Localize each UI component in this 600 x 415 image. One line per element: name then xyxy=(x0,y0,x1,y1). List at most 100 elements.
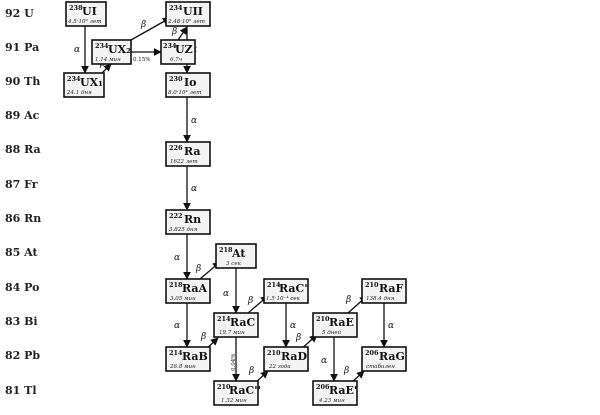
nuclide-name: RaC'' xyxy=(229,384,261,397)
nuclide-box-ux1: 234 UX₁ 24.1 дня xyxy=(63,72,105,98)
nuclide-mass: 214 xyxy=(169,349,183,357)
nuclide-mass: 206 xyxy=(316,383,330,391)
nuclide-name: RaD xyxy=(281,350,308,363)
row-label: 90 Th xyxy=(5,75,40,88)
nuclide-half-life: 1.14 мин xyxy=(95,57,121,63)
nuclide-box-rn: 222 Rn 3.825 дня xyxy=(165,209,211,235)
nuclide-mass: 238 xyxy=(69,4,83,12)
nuclide-name: UZ xyxy=(175,43,193,56)
decay-label: α xyxy=(321,356,327,366)
nuclide-box-uz: 234 UZ 6.7ч xyxy=(160,39,196,65)
nuclide-name: RaF xyxy=(379,282,404,295)
row-label: 91 Pa xyxy=(5,41,39,54)
nuclide-half-life: 1622 лет xyxy=(170,159,198,165)
nuclide-mass: 226 xyxy=(169,144,183,152)
nuclide-mass: 234 xyxy=(163,42,177,50)
nuclide-mass: 234 xyxy=(67,75,81,83)
nuclide-box-uii: 234 UII 2.48·10⁵ лет xyxy=(165,1,211,27)
nuclide-name: RaG xyxy=(379,350,405,363)
nuclide-mass: 210 xyxy=(217,383,231,391)
decay-arrow xyxy=(101,63,112,74)
decay-label: α xyxy=(223,289,229,299)
decay-label: β xyxy=(247,296,253,306)
nuclide-mass: 206 xyxy=(365,349,379,357)
nuclide-mass: 222 xyxy=(169,212,183,220)
nuclide-mass: 210 xyxy=(316,315,330,323)
nuclide-box-raa: 218 RaA 3.05 мин xyxy=(165,278,211,304)
nuclide-name: UX₁ xyxy=(80,76,103,89)
nuclide-name: UI xyxy=(82,5,97,18)
decay-arrow xyxy=(177,26,188,41)
nuclide-name: RaA xyxy=(182,282,208,295)
nuclide-half-life: 22 года xyxy=(268,364,291,370)
nuclide-box-rac-double-prime: 210 RaC'' 1.32 мин xyxy=(213,380,261,406)
nuclide-name: RaC xyxy=(230,316,256,329)
element-row-labels: 92 U 91 Pa 90 Th 89 Ac 88 Ra 87 Fr 86 Rn… xyxy=(5,7,41,397)
nuclide-half-life: 19.7 мин xyxy=(219,330,245,336)
nuclide-name: RaE xyxy=(329,316,354,329)
nuclide-half-life: 138.4 дня xyxy=(366,296,395,302)
nuclide-half-life: 3.825 дня xyxy=(169,227,198,233)
row-label: 83 Bi xyxy=(5,315,38,328)
nuclide-mass: 210 xyxy=(365,281,379,289)
nuclide-boxes: 238 UI 4.5·10⁹ лет 234 UII 2.48·10⁵ лет … xyxy=(63,1,407,406)
nuclide-half-life: 1.5·10⁻⁴ сек xyxy=(266,295,301,302)
nuclide-half-life: 5 дней xyxy=(322,330,342,336)
decay-label: α xyxy=(191,184,197,194)
nuclide-box-rab: 214 RaB 26.8 мин xyxy=(165,346,211,372)
nuclide-name: Rn xyxy=(184,213,201,226)
row-label: 92 U xyxy=(5,7,34,20)
nuclide-half-life: 8.0·10⁴ лет xyxy=(168,89,201,96)
row-label: 81 Tl xyxy=(5,384,37,397)
nuclide-box-rad: 210 RaD 22 года xyxy=(263,346,309,372)
nuclide-box-rae-prime: 206 RaE' 4.23 мин xyxy=(312,380,358,406)
decay-label: β xyxy=(200,332,206,342)
decay-label: β xyxy=(140,20,146,30)
nuclide-box-ui: 238 UI 4.5·10⁹ лет xyxy=(65,1,107,27)
nuclide-box-ra: 226 Ra 1622 лет xyxy=(165,141,211,167)
nuclide-box-rac-prime: 214 RaC' 1.5·10⁻⁴ сек xyxy=(263,278,309,304)
decay-label: β xyxy=(343,366,349,376)
decay-label: β xyxy=(171,27,177,37)
nuclide-half-life: 6.7ч xyxy=(170,57,183,63)
nuclide-box-ux2: 234 UX₂ 1.14 мин xyxy=(91,39,132,65)
nuclide-box-io: 230 Io 8.0·10⁴ лет xyxy=(165,72,211,98)
nuclide-half-life: 26.8 мин xyxy=(169,364,196,370)
nuclide-mass: 218 xyxy=(219,246,233,254)
nuclide-box-rac: 214 RaC 19.7 мин xyxy=(213,312,259,338)
nuclide-mass: 214 xyxy=(217,315,231,323)
decay-label: α xyxy=(174,253,180,263)
nuclide-name: Ra xyxy=(184,145,201,158)
decay-label: β xyxy=(248,366,254,376)
nuclide-mass: 214 xyxy=(267,281,281,289)
decay-label: α xyxy=(388,321,394,331)
nuclide-half-life: стабилен xyxy=(366,363,395,370)
decay-label: α xyxy=(74,45,80,55)
branch-label: 0.04% xyxy=(231,354,237,371)
nuclide-half-life: 1.32 мин xyxy=(221,398,247,404)
decay-label: β xyxy=(195,264,201,274)
nuclide-half-life: 2.48·10⁵ лет xyxy=(167,18,205,25)
nuclide-name: Io xyxy=(184,76,196,89)
nuclide-mass: 234 xyxy=(95,42,109,50)
nuclide-box-rag: 206 RaG стабилен xyxy=(361,346,407,372)
nuclide-half-life: 4.23 мин xyxy=(318,398,345,404)
nuclide-mass: 210 xyxy=(267,349,281,357)
decay-label: β xyxy=(345,295,351,305)
branch-label: 0.15% xyxy=(133,57,150,63)
nuclide-half-life: 24.1 дня xyxy=(66,90,92,96)
nuclide-name: RaC' xyxy=(279,282,308,295)
nuclide-box-raf: 210 RaF 138.4 дня xyxy=(361,278,407,304)
nuclide-name: UX₂ xyxy=(108,43,131,56)
nuclide-name: RaB xyxy=(182,350,208,363)
decay-label: α xyxy=(174,321,180,331)
nuclide-mass: 230 xyxy=(169,75,183,83)
decay-label: α xyxy=(290,321,296,331)
row-label: 86 Rn xyxy=(5,212,41,225)
nuclide-mass: 218 xyxy=(169,281,183,289)
nuclide-half-life: 3.05 мин xyxy=(170,296,196,302)
row-label: 89 Ac xyxy=(5,109,40,122)
row-label: 84 Po xyxy=(5,281,39,294)
nuclide-name: At xyxy=(231,247,246,260)
